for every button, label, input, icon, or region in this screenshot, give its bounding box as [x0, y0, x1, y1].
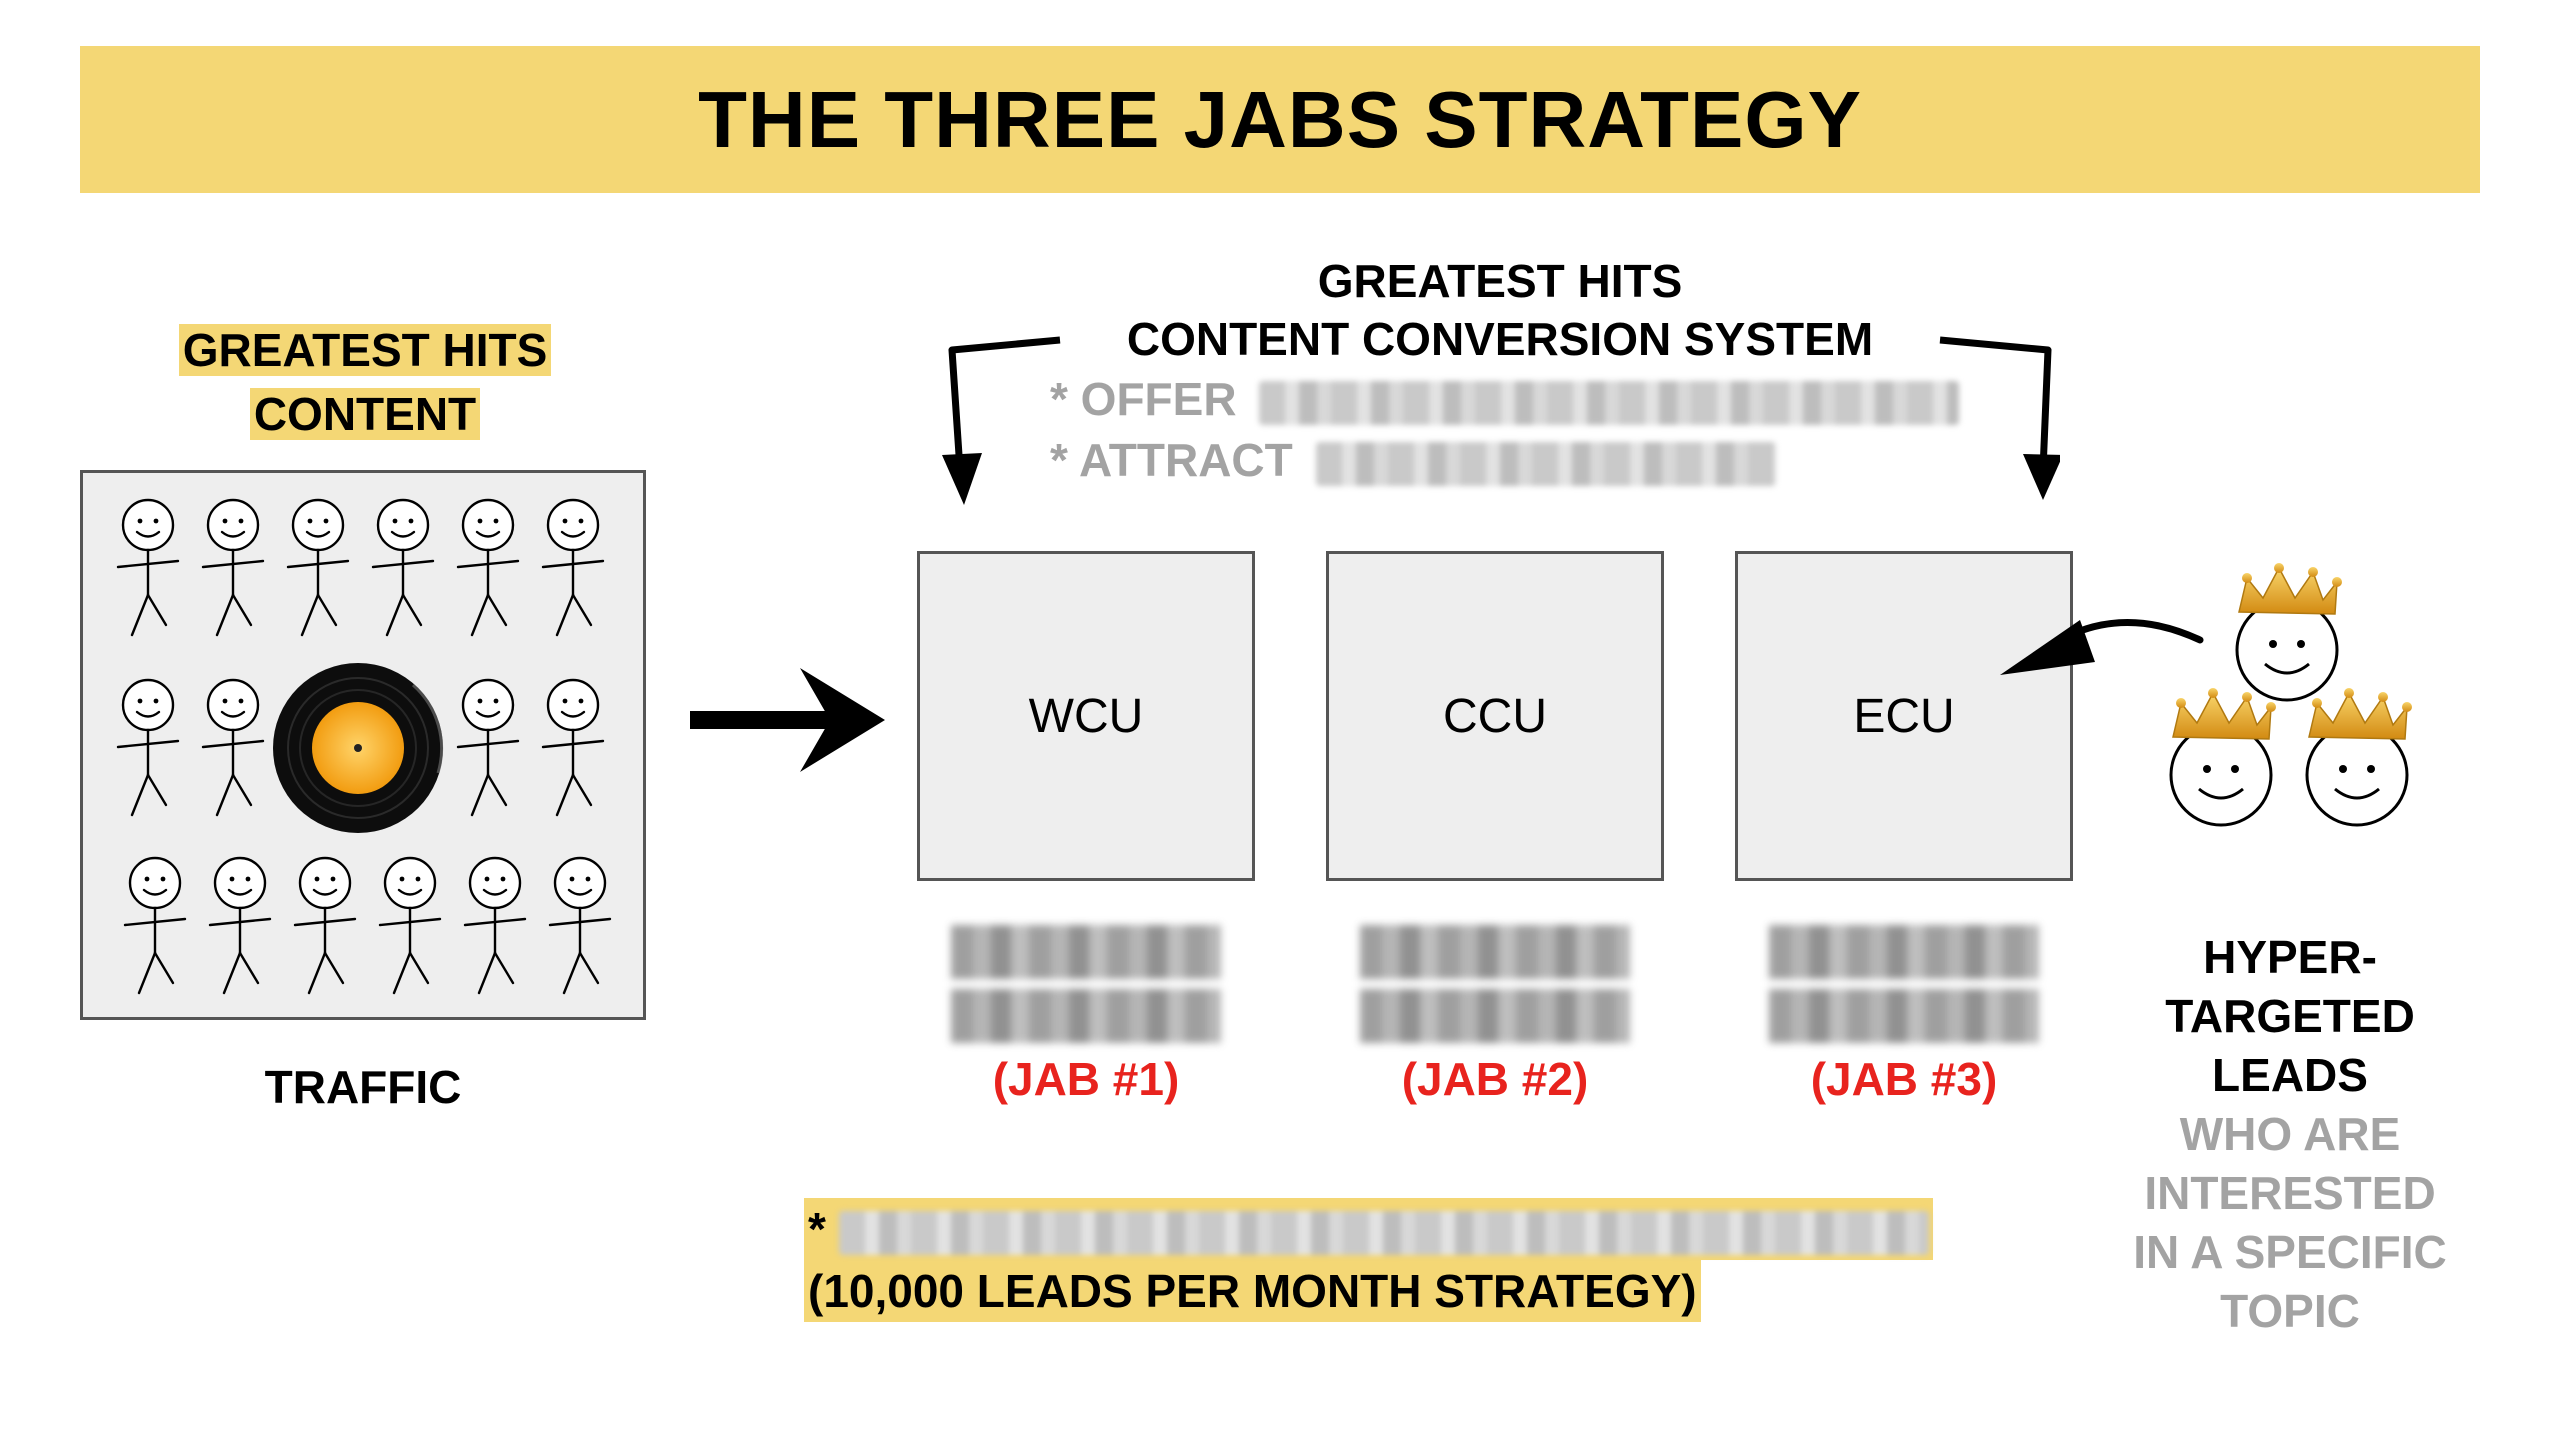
stick-figure-icon — [123, 856, 187, 995]
system-title-line1: GREATEST HITS — [1317, 255, 1683, 307]
greatest-hits-content-label: GREATEST HITS CONTENT — [160, 318, 570, 446]
vinyl-record-icon — [273, 663, 444, 833]
system-title: GREATEST HITS CONTENT CONVERSION SYSTEM — [1000, 252, 2000, 368]
unit-label: CCU — [1443, 689, 1547, 743]
leads-grey4: TOPIC — [2220, 1285, 2360, 1337]
leads-grey2: INTERESTED — [2144, 1167, 2436, 1219]
stick-figure-icon — [456, 678, 520, 817]
leads-line1: HYPER- — [2203, 931, 2377, 983]
stick-figure-icon — [371, 498, 435, 637]
footnote-line1: * — [804, 1198, 1933, 1260]
stick-figure-icon — [201, 678, 265, 817]
stick-figure-icon — [293, 856, 357, 995]
title-banner: THE THREE JABS STRATEGY — [80, 46, 2480, 193]
bent-arrow-left-icon — [948, 336, 1061, 471]
blurred-caption — [1360, 925, 1630, 1043]
footnote: * (10,000 LEADS PER MONTH STRATEGY) — [804, 1198, 1933, 1322]
traffic-box — [80, 470, 646, 1020]
footnote-prefix: * — [808, 1203, 826, 1255]
traffic-illustration — [116, 498, 612, 995]
stick-figure-icon — [541, 678, 605, 817]
unit-box-wcu: WCU — [917, 551, 1255, 881]
crowned-leads-illustration — [2169, 561, 2414, 827]
stick-figure-icon — [116, 678, 180, 817]
leads-line3: LEADS — [2212, 1049, 2368, 1101]
blurred-text — [838, 1210, 1929, 1255]
blurred-caption — [1769, 925, 2039, 1043]
stick-figure-icon — [456, 498, 520, 637]
stick-figure-icon — [286, 498, 350, 637]
page-title: THE THREE JABS STRATEGY — [698, 74, 1862, 164]
crowned-head-icon — [2305, 686, 2414, 827]
stick-figure-icon — [541, 498, 605, 637]
traffic-label: TRAFFIC — [264, 1061, 462, 1113]
footnote-line2: (10,000 LEADS PER MONTH STRATEGY) — [804, 1260, 1701, 1322]
bent-arrow-right-icon — [1939, 336, 2052, 471]
jab-label-3: (JAB #3) — [1810, 1053, 1998, 1105]
offer-bullet-prefix: * OFFER — [1050, 373, 1237, 425]
leads-grey1: WHO ARE — [2179, 1108, 2401, 1160]
jab-label-1: (JAB #1) — [992, 1053, 1180, 1105]
stick-figure-icon — [463, 856, 527, 995]
content-label-line2: CONTENT — [249, 388, 481, 440]
curved-arrow-icon — [2000, 619, 2204, 675]
blurred-caption — [951, 925, 1221, 1043]
arrow-right-icon — [690, 668, 885, 772]
crowned-head-icon — [2169, 686, 2278, 827]
stick-figure-icon — [378, 856, 442, 995]
attract-bullet: * ATTRACT — [1050, 433, 1776, 487]
stick-figure-icon — [208, 856, 272, 995]
unit-label: WCU — [1028, 689, 1144, 743]
jab-label-2: (JAB #2) — [1401, 1053, 1589, 1105]
unit-box-ccu: CCU — [1326, 551, 1664, 881]
blurred-text — [1259, 380, 1960, 425]
arrowhead-left-icon — [942, 453, 982, 505]
leads-line2: TARGETED — [2165, 990, 2415, 1042]
leads-description: HYPER- TARGETED LEADS WHO ARE INTERESTED… — [2080, 928, 2500, 1341]
content-label-line1: GREATEST HITS — [178, 324, 552, 376]
leads-grey3: IN A SPECIFIC — [2133, 1226, 2447, 1278]
unit-label: ECU — [1853, 689, 1955, 743]
attract-bullet-prefix: * ATTRACT — [1050, 434, 1293, 486]
system-title-line2: CONTENT CONVERSION SYSTEM — [1126, 313, 1874, 365]
stick-figure-icon — [548, 856, 612, 995]
blurred-text — [1315, 441, 1776, 486]
offer-bullet: * OFFER — [1050, 372, 1960, 426]
stick-figure-icon — [201, 498, 265, 637]
system-arrows — [942, 336, 2060, 505]
arrowhead-right-icon — [2023, 454, 2060, 500]
crowned-head-icon — [2235, 561, 2344, 702]
stick-figure-icon — [116, 498, 180, 637]
unit-box-ecu: ECU — [1735, 551, 2073, 881]
